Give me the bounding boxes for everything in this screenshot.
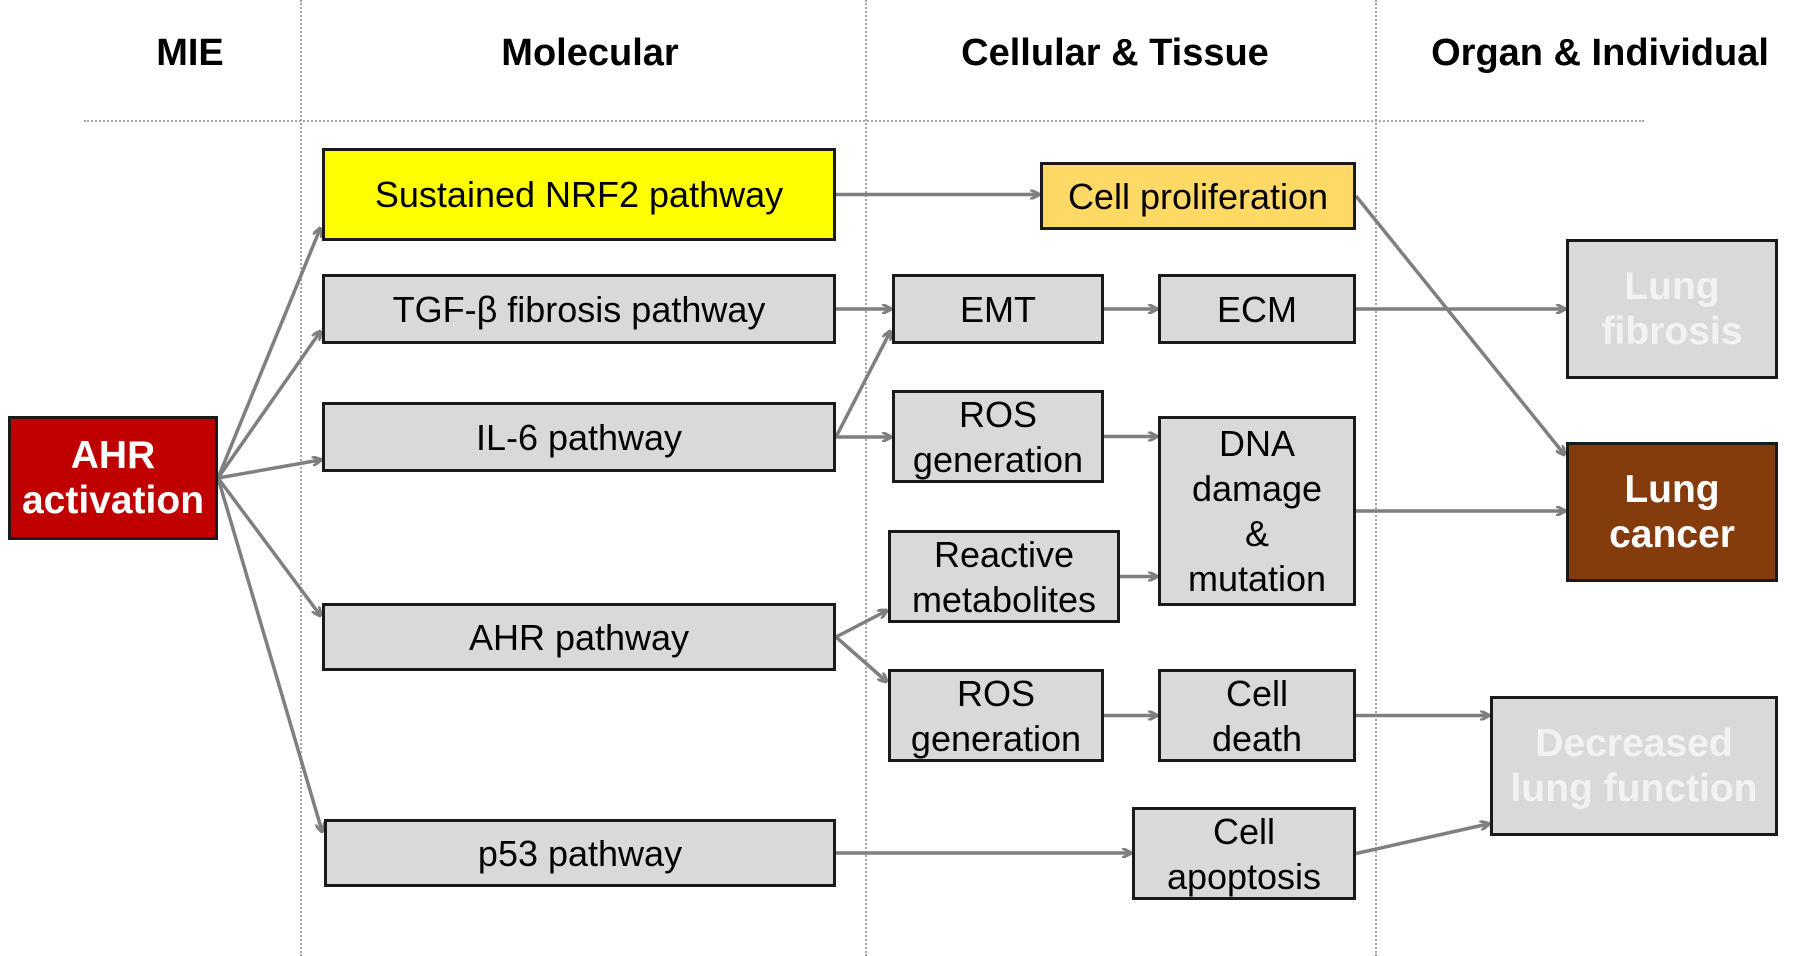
node-cell-apoptosis: Cell apoptosis	[1132, 807, 1356, 900]
node-ahr-activation: AHR activation	[8, 416, 218, 540]
arrow-ahr-pathway-to-reactive-metabolites	[835, 611, 886, 639]
header-cellular-tissue: Cellular & Tissue	[961, 32, 1269, 74]
node-reactive-metabolites: Reactive metabolites	[888, 530, 1120, 623]
header-mie: MIE	[156, 32, 224, 74]
node-il6-pathway: IL-6 pathway	[322, 402, 836, 472]
arrow-il6-to-emt	[834, 332, 890, 438]
node-ros-generation-2: ROS generation	[888, 669, 1104, 762]
header-organ-individual: Organ & Individual	[1431, 32, 1769, 74]
column-divider-1	[300, 0, 302, 956]
node-emt: EMT	[892, 274, 1104, 344]
arrow-ahr-activation-to-ahr-pathway	[216, 476, 320, 615]
header-divider	[84, 120, 1644, 122]
arrow-cell-proliferation-to-lung-cancer	[1354, 194, 1564, 454]
node-cell-proliferation: Cell proliferation	[1040, 162, 1356, 230]
node-p53-pathway: p53 pathway	[324, 819, 836, 887]
node-lung-fibrosis: Lung fibrosis	[1566, 239, 1778, 379]
node-ecm: ECM	[1158, 274, 1356, 344]
column-divider-2	[865, 0, 867, 956]
header-molecular: Molecular	[501, 32, 679, 74]
node-ros-generation-1: ROS generation	[892, 390, 1104, 483]
arrow-ahr-pathway-to-ros-generation-2	[834, 635, 886, 681]
arrow-ahr-activation-to-tgf	[216, 332, 320, 480]
column-divider-3	[1375, 0, 1377, 956]
node-tgf-beta-fibrosis-pathway: TGF-β fibrosis pathway	[322, 274, 836, 344]
node-lung-cancer: Lung cancer	[1566, 442, 1778, 582]
arrow-ahr-activation-to-p53	[216, 477, 322, 831]
arrow-ahr-activation-to-nrf2	[216, 229, 320, 479]
node-decreased-lung-function: Decreased lung function	[1490, 696, 1778, 836]
arrow-cell-apoptosis-to-decreased-lung-function	[1355, 824, 1488, 856]
node-cell-death: Cell death	[1158, 669, 1356, 762]
node-dna-damage-mutation: DNA damage & mutation	[1158, 416, 1356, 606]
arrow-ahr-activation-to-il6	[217, 460, 320, 480]
node-sustained-nrf2-pathway: Sustained NRF2 pathway	[322, 148, 836, 241]
node-ahr-pathway: AHR pathway	[322, 603, 836, 671]
